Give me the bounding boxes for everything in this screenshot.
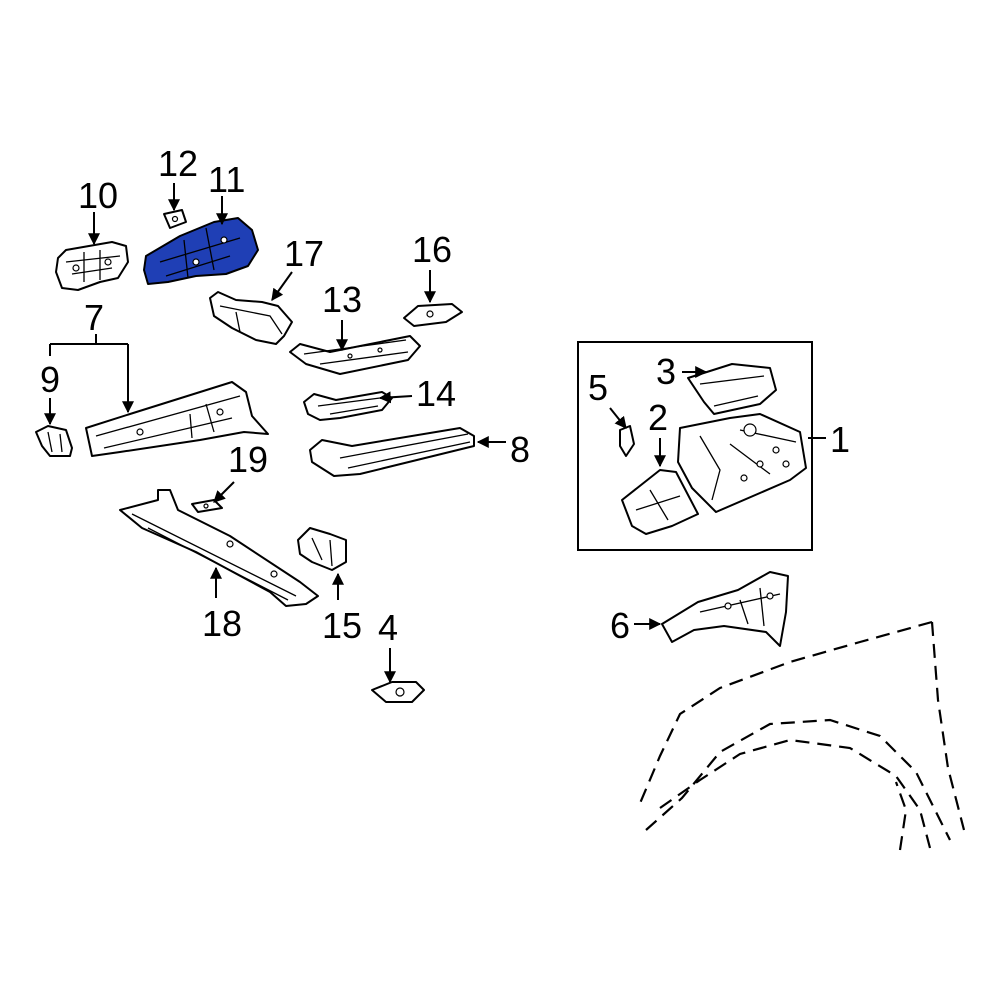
part-13-rail[interactable] (289, 335, 421, 375)
callout-9: 9 (40, 359, 60, 400)
part-19-clip[interactable] (191, 499, 223, 513)
callout-3: 3 (656, 351, 676, 392)
part-1-wheelhouse[interactable] (677, 413, 807, 513)
part-7-front-member[interactable] (85, 381, 269, 457)
callout-12: 12 (158, 143, 198, 184)
leader-19 (213, 481, 235, 503)
leader-14 (378, 391, 413, 404)
callout-15: 15 (322, 605, 362, 646)
callout-14: 14 (416, 373, 456, 414)
part-group-box (577, 341, 813, 551)
part-5-clip[interactable] (619, 425, 635, 457)
part-15-bracket[interactable] (297, 527, 347, 571)
part-9-bracket[interactable] (35, 425, 73, 457)
callout-7: 7 (84, 297, 104, 338)
part-17-support[interactable] (209, 291, 293, 345)
callout-19: 19 (228, 439, 268, 480)
callout-1: 1 (830, 419, 850, 460)
part-18-crossmember[interactable] (119, 489, 319, 607)
callout-11: 11 (208, 159, 245, 200)
callout-10: 10 (78, 175, 118, 216)
callout-17: 17 (284, 233, 324, 274)
part-2-lower-panel[interactable] (621, 469, 699, 535)
part-12-nut[interactable] (163, 209, 187, 229)
callout-6: 6 (610, 605, 630, 646)
callout-18: 18 (202, 603, 242, 644)
fender-outline (636, 620, 966, 851)
callout-13: 13 (322, 279, 362, 320)
callout-5: 5 (588, 367, 608, 408)
callout-16: 16 (412, 229, 452, 270)
callout-8: 8 (510, 429, 530, 470)
callout-2: 2 (648, 397, 668, 438)
part-3-upper-panel[interactable] (687, 363, 777, 415)
part-4-cap[interactable] (371, 681, 425, 703)
part-11-body (143, 217, 259, 285)
part-10-bracket[interactable] (55, 241, 129, 291)
bracket-7 (50, 334, 128, 345)
part-16-plate[interactable] (403, 303, 463, 327)
leader-17 (271, 271, 293, 301)
part-8-side-member[interactable] (309, 427, 475, 477)
leader-5 (609, 407, 627, 429)
callout-4: 4 (378, 607, 398, 648)
part-11-frame-extension[interactable] (143, 217, 259, 285)
part-6-fender-liner[interactable] (661, 571, 789, 647)
part-14-reinforcement[interactable] (303, 391, 393, 421)
